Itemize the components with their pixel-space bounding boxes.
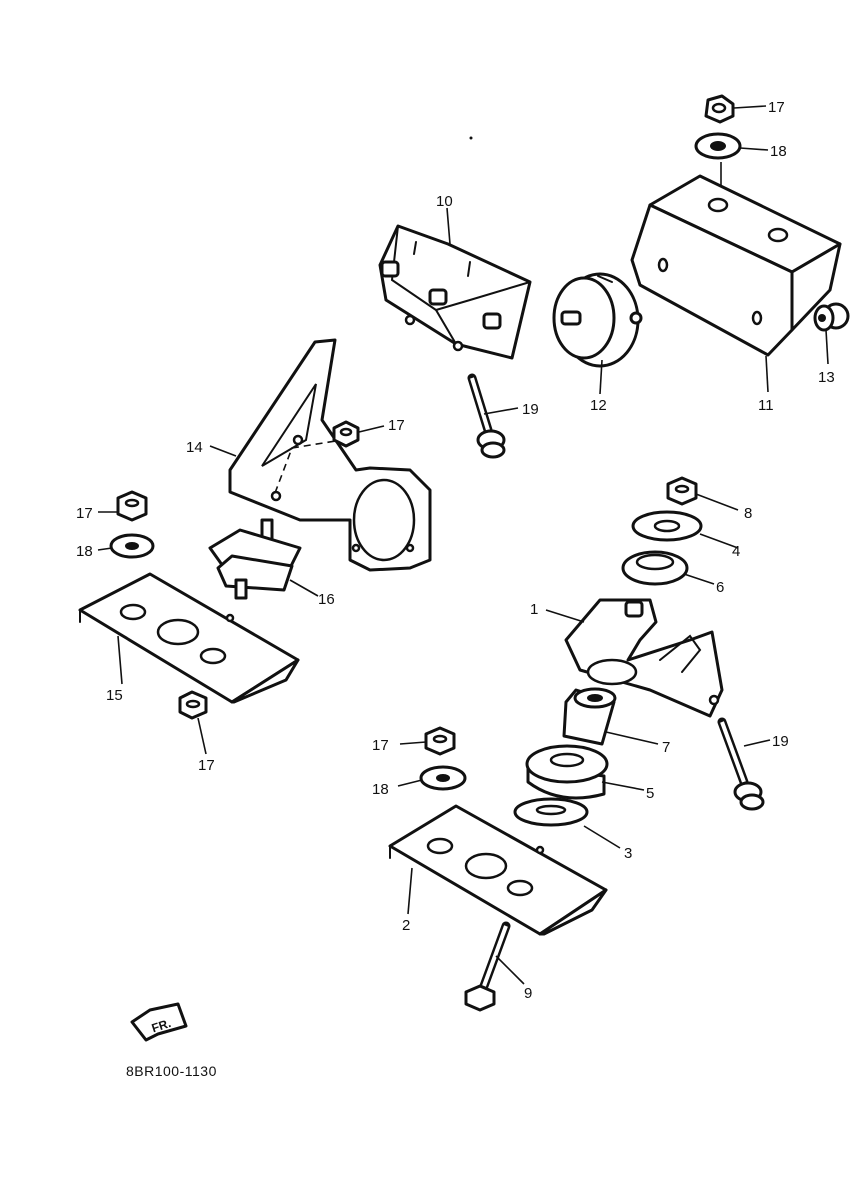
speck	[469, 136, 473, 140]
callout-2: 2	[402, 917, 410, 934]
part-19-bolt-lower	[717, 717, 765, 811]
callout-6: 6	[716, 579, 724, 596]
callout-3: 3	[624, 845, 632, 862]
leader-lines	[97, 105, 829, 985]
part-12-pulley	[552, 272, 643, 368]
part-6-bushing	[621, 550, 689, 586]
front-arrow-icon: FR.	[130, 1002, 188, 1042]
callout-9: 9	[524, 985, 532, 1002]
callout-5: 5	[646, 785, 654, 802]
part-3-washer	[513, 797, 589, 827]
callout-18: 18	[372, 781, 389, 798]
part-16-rubber-mount	[208, 518, 302, 600]
part-17-nut-right-lower	[424, 726, 456, 756]
part-5-rubber	[525, 744, 609, 800]
callout-17: 17	[388, 417, 405, 434]
callout-labels: 17 18 10 12 11 13 19 17 14 17 18 16 15 1…	[76, 99, 835, 1002]
part-7-collar	[562, 687, 617, 746]
callout-15: 15	[106, 687, 123, 704]
callout-12: 12	[590, 397, 607, 414]
part-17-nut-left	[116, 490, 148, 522]
part-4-washer	[631, 510, 703, 542]
callout-13: 13	[818, 369, 835, 386]
callout-14: 14	[186, 439, 203, 456]
callout-17: 17	[372, 737, 389, 754]
callout-17: 17	[768, 99, 785, 116]
part-11-cover	[630, 174, 842, 357]
part-10-bracket	[378, 224, 532, 360]
part-15-plate-left	[78, 572, 300, 704]
diagram-code: 8BR100-1130	[126, 1063, 217, 1079]
part-1-bracket	[564, 598, 724, 718]
callout-11: 11	[758, 397, 774, 414]
callout-17: 17	[76, 505, 93, 522]
callout-8: 8	[744, 505, 752, 522]
part-9-bolt	[464, 921, 511, 1012]
callout-19: 19	[772, 733, 789, 750]
callout-17: 17	[198, 757, 215, 774]
callout-16: 16	[318, 591, 335, 608]
part-13-grommet	[813, 302, 850, 332]
callout-18: 18	[770, 143, 787, 160]
part-14-mount-bracket	[228, 338, 432, 572]
callout-19: 19	[522, 401, 539, 418]
front-marker-label: FR.	[150, 1016, 173, 1035]
part-17-nut-middle	[332, 420, 360, 448]
part-17-nut-top-right	[704, 94, 735, 124]
callout-4: 4	[732, 543, 740, 560]
part-18-washer-right-lower	[419, 765, 467, 791]
callout-10: 10	[436, 193, 453, 210]
part-8-nut	[666, 476, 698, 506]
part-19-bolt-upper	[467, 373, 506, 459]
part-2-plate-right	[388, 804, 608, 936]
callout-1: 1	[530, 601, 538, 618]
callout-7: 7	[662, 739, 670, 756]
part-18-washer-top-right	[694, 132, 742, 160]
part-17-nut-bottom-left	[178, 690, 208, 720]
part-18-washer-left	[109, 533, 155, 559]
callout-18: 18	[76, 543, 93, 560]
